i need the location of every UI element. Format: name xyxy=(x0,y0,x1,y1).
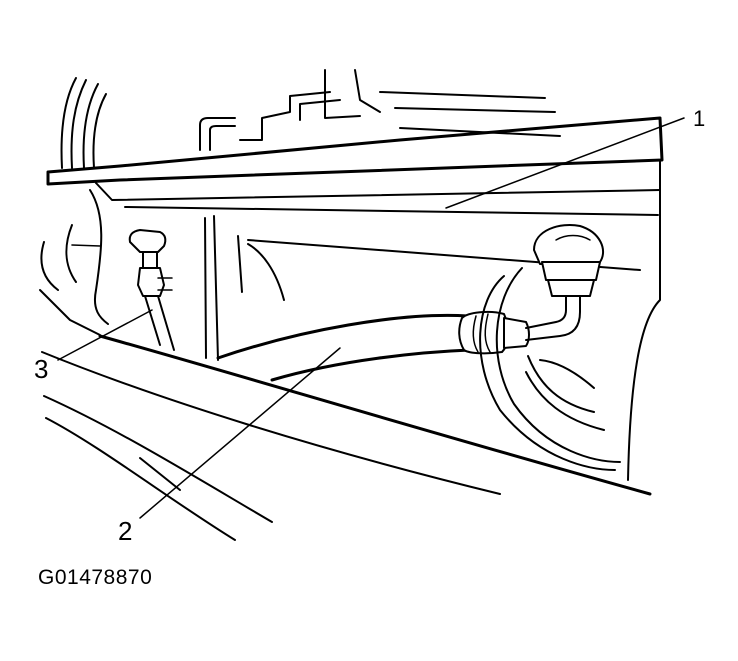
leader-2 xyxy=(139,347,341,519)
figure-id: G01478870 xyxy=(38,566,153,589)
reservoir-cap xyxy=(533,224,605,297)
panel-top xyxy=(46,116,664,481)
callout-2: 2 xyxy=(118,516,132,546)
left-bracket xyxy=(39,189,285,361)
callout-3: 3 xyxy=(34,354,48,384)
leader-1 xyxy=(445,117,685,209)
leader-lines xyxy=(57,117,685,519)
pressure-fitting xyxy=(128,229,175,351)
callout-1: 1 xyxy=(693,106,705,131)
leader-3 xyxy=(57,309,153,361)
pump-housing xyxy=(479,267,621,471)
upper-engine-parts xyxy=(199,69,561,151)
lower-panel-edges xyxy=(41,334,652,541)
hose xyxy=(216,295,581,382)
fender-arcs xyxy=(60,77,107,169)
